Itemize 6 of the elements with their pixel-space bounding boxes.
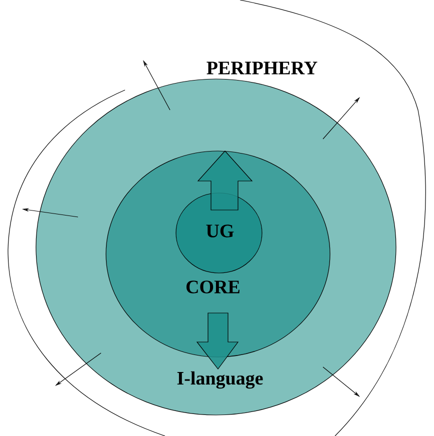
region-label: PERIPHERY (206, 62, 318, 74)
block-arrow (197, 150, 253, 210)
region-label: I-language (177, 371, 263, 389)
region-label: UG (206, 224, 234, 238)
region-label: CORE (186, 280, 240, 294)
block-arrow (196, 312, 239, 370)
